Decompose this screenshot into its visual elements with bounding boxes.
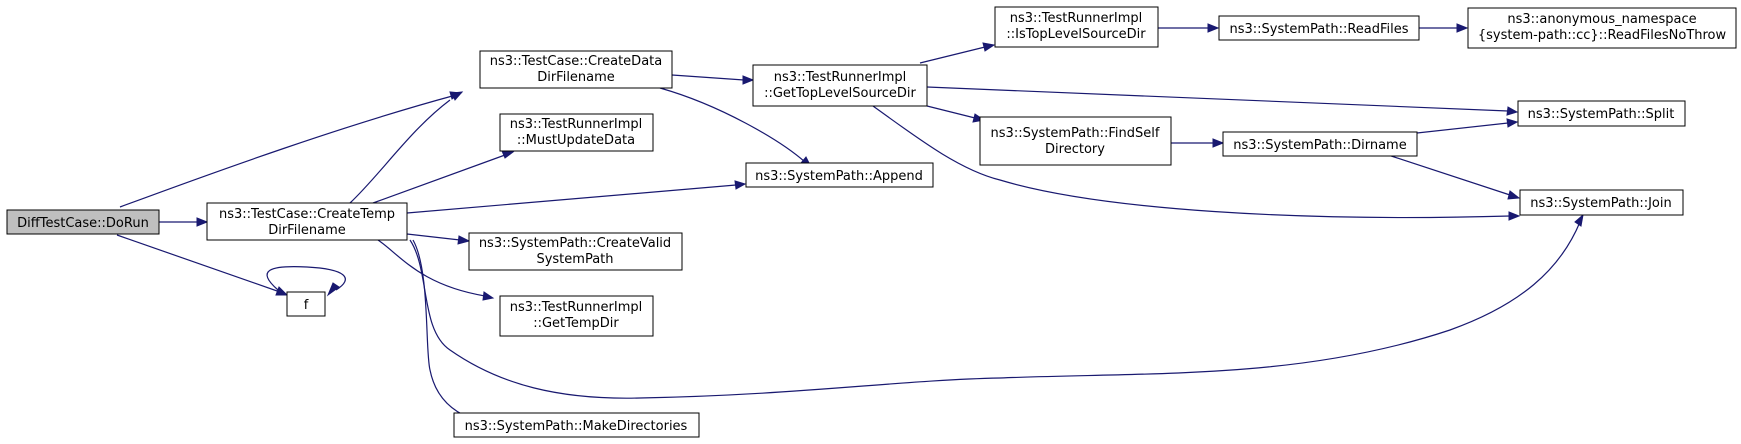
node-systempath-append[interactable]: ns3::SystemPath::Append xyxy=(745,162,934,188)
node-testrunnerimpl-istoplevelsourcedir[interactable]: ns3::TestRunnerImpl ::IsTopLevelSourceDi… xyxy=(994,6,1159,48)
node-systempath-join[interactable]: ns3::SystemPath::Join xyxy=(1519,189,1684,216)
node-label-line-2: {system-path::cc}::ReadFilesNoThrow xyxy=(1478,28,1727,43)
arrow-head xyxy=(326,282,340,297)
arrow-head xyxy=(1508,211,1521,221)
edge-gettoplevel-split xyxy=(926,86,1509,112)
edge-createtemp-join xyxy=(409,221,1581,399)
arrow-head xyxy=(1207,23,1220,33)
edge-gettoplevel-findself xyxy=(926,105,976,119)
node-label-line-1: ns3::TestRunnerImpl xyxy=(1010,11,1143,26)
node-label-line-1: ns3::TestCase::CreateTemp xyxy=(219,207,395,222)
node-label: ns3::SystemPath::MakeDirectories xyxy=(465,419,688,434)
arrow-head xyxy=(457,235,471,245)
node-systempath-readfiles[interactable]: ns3::SystemPath::ReadFiles xyxy=(1218,15,1420,41)
edge-createtemp-mustupdate xyxy=(372,154,506,204)
node-label: f xyxy=(304,298,309,313)
arrow-head xyxy=(1506,118,1519,128)
arrow-head xyxy=(1506,106,1519,116)
node-systempath-makedirectories[interactable]: ns3::SystemPath::MakeDirectories xyxy=(453,412,700,438)
edge-createdata-gettoplevel xyxy=(671,74,745,81)
edge-gettoplevel-join xyxy=(872,105,1511,219)
nodes-layer: DiffTestCase::DoRun ns3::TestCase::Creat… xyxy=(6,6,1737,438)
node-f[interactable]: f xyxy=(286,291,326,317)
edge-dorun-f xyxy=(116,234,281,293)
edge-f-self xyxy=(266,266,346,291)
node-label-line-2: DirFilename xyxy=(537,70,615,85)
arrow-head xyxy=(196,217,209,227)
node-label-line-2: ::GetTempDir xyxy=(533,316,619,331)
node-testrunnerimpl-mustupdatedata[interactable]: ns3::TestRunnerImpl ::MustUpdateData xyxy=(499,113,654,152)
node-label-line-2: SystemPath xyxy=(536,252,613,267)
node-label-line-1: ns3::SystemPath::FindSelf xyxy=(991,126,1160,141)
node-label-line-1: ns3::TestCase::CreateData xyxy=(490,54,662,69)
node-testrunnerimpl-gettempdir[interactable]: ns3::TestRunnerImpl ::GetTempDir xyxy=(499,295,654,337)
arrow-head xyxy=(275,286,289,296)
node-label: DiffTestCase::DoRun xyxy=(17,216,149,231)
node-testcase-createtempdirfilename[interactable]: ns3::TestCase::CreateTemp DirFilename xyxy=(206,202,408,241)
edge-gettoplevel-istoplevel xyxy=(919,46,986,64)
edge-createtemp-append xyxy=(406,184,737,214)
edges-layer xyxy=(116,23,1584,423)
node-label: ns3::SystemPath::Append xyxy=(755,169,923,184)
arrow-head xyxy=(1212,138,1225,148)
node-systempath-findselfdirectory[interactable]: ns3::SystemPath::FindSelf Directory xyxy=(979,116,1172,166)
arrow-head xyxy=(1456,23,1469,33)
node-label: ns3::SystemPath::Join xyxy=(1530,196,1671,211)
arrow-head xyxy=(1574,213,1584,227)
node-anonymous-readfilesnothrow[interactable]: ns3::anonymous_namespace {system-path::c… xyxy=(1467,7,1737,49)
edge-createdata-append xyxy=(659,87,806,163)
edge-createtemp-makedirs xyxy=(412,239,471,419)
node-label-line-2: ::IsTopLevelSourceDir xyxy=(1006,27,1146,42)
node-label-line-2: DirFilename xyxy=(268,223,346,238)
node-label: ns3::SystemPath::Split xyxy=(1528,107,1675,122)
node-label-line-1: ns3::TestRunnerImpl xyxy=(774,70,907,85)
node-label-line-2: ::MustUpdateData xyxy=(517,133,635,148)
node-label: ns3::SystemPath::Dirname xyxy=(1233,138,1406,153)
node-label-line-2: ::GetTopLevelSourceDir xyxy=(764,86,916,101)
node-label-line-1: ns3::TestRunnerImpl xyxy=(510,300,643,315)
node-testrunnerimpl-gettoplevelsourcedir[interactable]: ns3::TestRunnerImpl ::GetTopLevelSourceD… xyxy=(752,64,928,107)
arrow-head xyxy=(501,150,515,159)
node-label-line-1: ns3::SystemPath::CreateValid xyxy=(479,236,671,251)
node-label: ns3::SystemPath::ReadFiles xyxy=(1229,22,1408,37)
edge-createtemp-createdata xyxy=(349,99,451,204)
arrow-head xyxy=(734,180,747,190)
node-difftestcase-dorun[interactable]: DiffTestCase::DoRun xyxy=(6,209,160,235)
node-label-line-1: ns3::anonymous_namespace xyxy=(1507,12,1696,27)
arrow-head xyxy=(742,75,755,85)
edge-dorun-createdata xyxy=(119,94,457,208)
node-systempath-createvalidsystempath[interactable]: ns3::SystemPath::CreateValid SystemPath xyxy=(468,232,683,271)
edge-dirname-join xyxy=(1381,152,1511,196)
node-systempath-split[interactable]: ns3::SystemPath::Split xyxy=(1517,100,1686,127)
node-label-line-1: ns3::TestRunnerImpl xyxy=(510,117,643,132)
edge-createtemp-createvalid xyxy=(406,233,461,241)
arrow-head xyxy=(482,291,495,301)
node-label-line-2: Directory xyxy=(1045,142,1105,157)
arrow-head xyxy=(451,91,464,101)
node-testcase-createdatadirfilename[interactable]: ns3::TestCase::CreateData DirFilename xyxy=(479,50,673,89)
node-systempath-dirname[interactable]: ns3::SystemPath::Dirname xyxy=(1222,131,1418,157)
edge-dirname-split xyxy=(1416,122,1509,134)
edge-createtemp-gettempdir xyxy=(377,239,486,297)
arrow-head xyxy=(982,42,996,52)
arrow-head xyxy=(1507,190,1521,200)
